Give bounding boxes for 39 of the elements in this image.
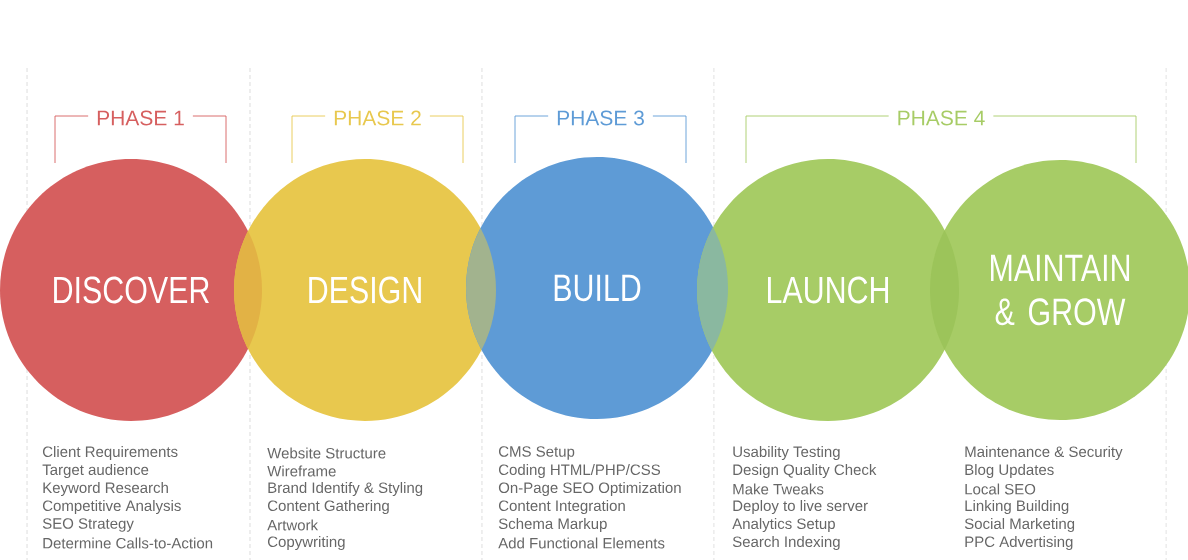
list-item: CMS Setup: [499, 446, 575, 460]
list-item: Coding HTML/PHP/CSS: [499, 464, 661, 478]
list-item: Blog Updates: [965, 464, 1054, 478]
circle-label: DESIGN: [309, 276, 421, 304]
list-item: Artwork: [267, 519, 319, 531]
list-item: Deploy to live server: [733, 500, 868, 514]
list-item: Analytics Setup: [732, 518, 835, 532]
list-item: Content Integration: [499, 500, 625, 514]
list-item: Target audience: [42, 464, 149, 478]
phase-label: PHASE 3: [548, 108, 653, 128]
phase-label: PHASE 1: [88, 108, 193, 128]
list-item: Schema Markup: [498, 518, 607, 532]
list-item: PPC Advertising: [965, 536, 1073, 550]
list-item: Local SEO: [965, 483, 1036, 495]
list-item: Wireframe: [267, 465, 336, 477]
list-item: Usability Testing: [733, 446, 840, 460]
list-item: Make Tweaks: [733, 483, 824, 495]
list-item: Competitive Analysis: [42, 500, 181, 514]
list-item: Maintenance & Security: [965, 446, 1123, 460]
list-item: Determine Calls-to-Action: [43, 537, 213, 549]
circle-label: BUILD: [554, 274, 641, 302]
circle-label: DISCOVER: [54, 276, 209, 304]
list-item: Add Functional Elements: [498, 537, 665, 549]
list-item: Content Gathering: [267, 500, 389, 514]
list-item: Client Requirements: [42, 446, 178, 460]
list-item: Keyword Research: [43, 482, 168, 496]
circle-label: LAUNCH: [768, 276, 888, 304]
list-item: Design Quality Check: [733, 464, 877, 478]
list-item: SEO Strategy: [42, 518, 134, 532]
list-item: Website Structure: [267, 447, 386, 459]
list-item: Brand Identify & Styling: [268, 482, 423, 496]
circle-label: MAINTAIN & GROW: [991, 254, 1130, 326]
phase-label: PHASE 2: [325, 108, 430, 128]
list-item: Linking Building: [965, 500, 1069, 514]
phase-label: PHASE 4: [888, 108, 994, 128]
list-item: Social Marketing: [964, 518, 1075, 532]
list-item: Search Indexing: [732, 536, 840, 550]
list-item: On-Page SEO Optimization: [498, 482, 681, 496]
list-item: Copywriting: [267, 536, 345, 550]
